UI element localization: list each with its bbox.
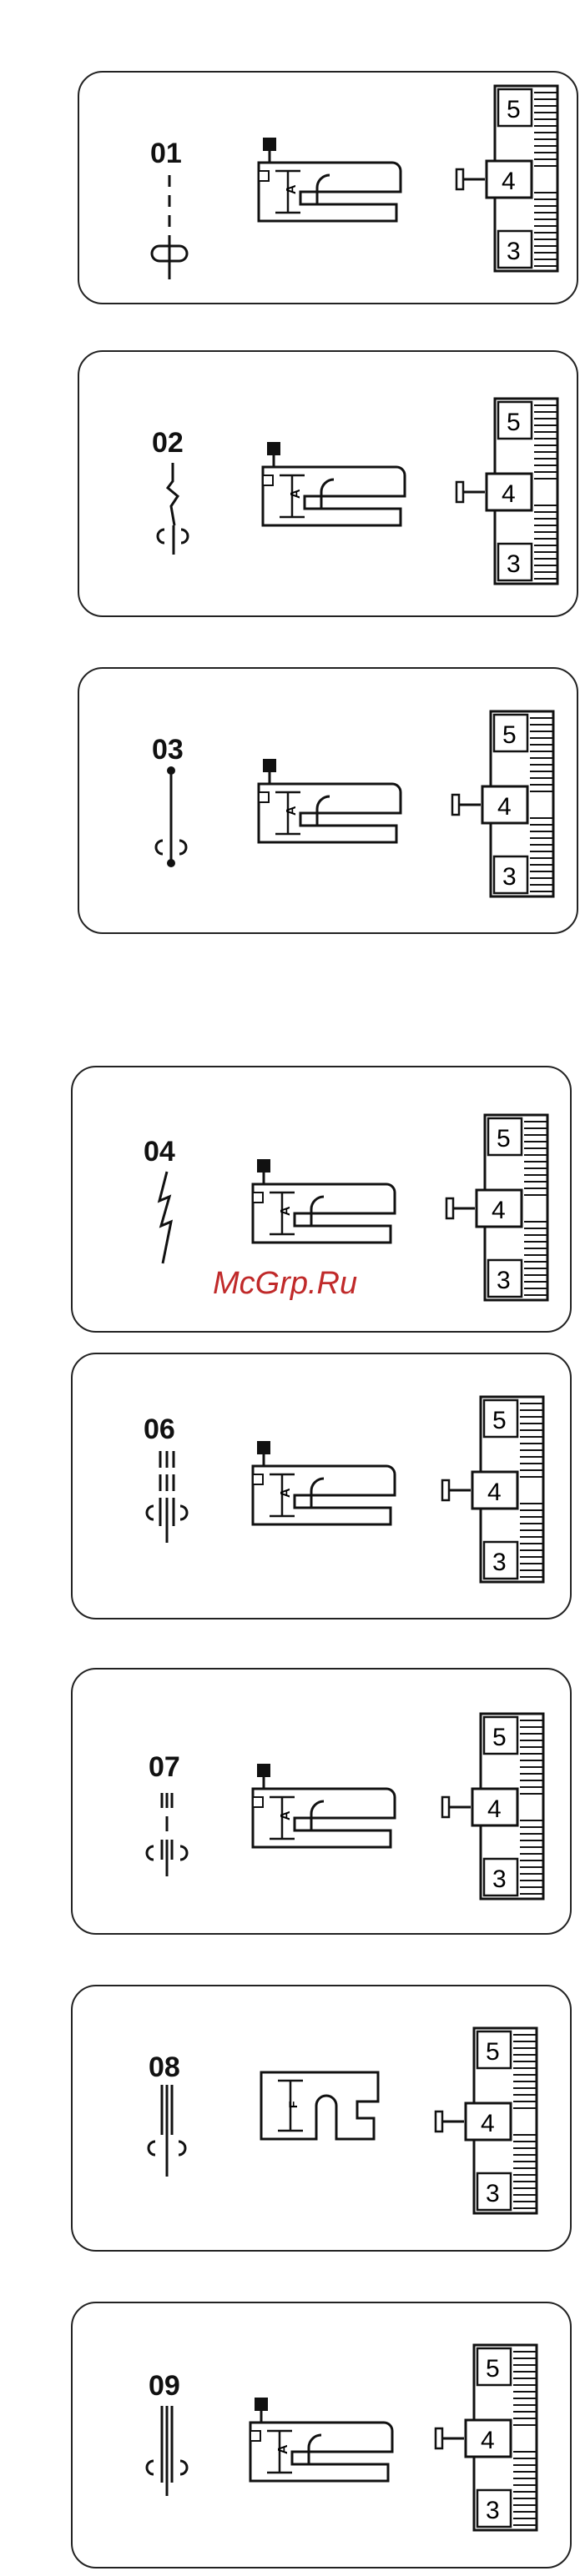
- svg-text:A: A: [289, 489, 303, 499]
- dial-label-top: 5: [507, 96, 521, 123]
- dial-label-bottom: 3: [497, 1267, 511, 1294]
- presser-foot-a-icon: A: [249, 1441, 399, 1533]
- straight-dashed-stitch-icon: [142, 175, 192, 284]
- svg-text:A: A: [285, 184, 299, 194]
- stitch-number: 08: [149, 2051, 180, 2084]
- dial-label-middle: 4: [497, 793, 512, 821]
- stitch-length-dial-icon: 5 4 3: [434, 2028, 542, 2216]
- presser-foot-a-icon: A: [249, 1159, 399, 1251]
- presser-foot-f-icon: F: [257, 2068, 391, 2143]
- presser-foot-a-icon: A: [255, 138, 405, 229]
- svg-text:A: A: [285, 806, 299, 816]
- presser-foot-a-icon: A: [255, 759, 405, 851]
- stretch-stitch-icon: [142, 1793, 192, 1889]
- dial-label-middle: 4: [492, 1197, 506, 1224]
- dial-label-top: 5: [486, 2038, 500, 2066]
- straight-stitch-icon: [146, 767, 196, 871]
- presser-foot-a-icon: A: [246, 2398, 396, 2489]
- stitch-number: 01: [150, 138, 182, 170]
- stitch-number: 09: [149, 2370, 180, 2403]
- stitch-length-dial-icon: 5 4 3: [441, 1714, 549, 1901]
- dial-label-bottom: 3: [486, 2180, 500, 2207]
- dial-label-middle: 4: [487, 1795, 502, 1823]
- svg-text:A: A: [279, 1488, 293, 1498]
- triple-straight-stitch-icon: [142, 2085, 192, 2181]
- stitch-number: 03: [152, 734, 184, 766]
- stitch-length-dial-icon: 5 4 3: [455, 399, 563, 586]
- presser-foot-a-icon: A: [249, 1764, 399, 1855]
- dial-label-top: 5: [507, 409, 521, 436]
- dial-label-bottom: 3: [502, 863, 517, 891]
- svg-text:A: A: [276, 2444, 290, 2454]
- stitch-length-dial-icon: 5 4 3: [455, 86, 563, 274]
- dial-label-top: 5: [486, 2355, 500, 2383]
- svg-text:F: F: [286, 2101, 300, 2108]
- stitch-number: 02: [152, 427, 184, 459]
- stitch-number: 04: [144, 1136, 175, 1168]
- dial-label-bottom: 3: [507, 550, 521, 578]
- triple-stretch-stitch-icon: [142, 2406, 192, 2502]
- dial-label-top: 5: [497, 1125, 511, 1152]
- watermark: McGrp.Ru: [213, 1266, 357, 1302]
- lightning-stitch-icon: [146, 1172, 188, 1276]
- dial-label-middle: 4: [481, 2427, 495, 2454]
- dial-label-middle: 4: [502, 480, 516, 508]
- dial-label-bottom: 3: [492, 1549, 507, 1576]
- triple-stretch-stitch-icon: [142, 1451, 192, 1555]
- dial-label-bottom: 3: [486, 2497, 500, 2524]
- dial-label-middle: 4: [487, 1479, 502, 1506]
- svg-text:A: A: [279, 1810, 293, 1820]
- dial-label-top: 5: [492, 1407, 507, 1434]
- stitch-number: 06: [144, 1414, 175, 1446]
- dial-label-top: 5: [492, 1724, 507, 1751]
- stitch-length-dial-icon: 5 4 3: [445, 1115, 553, 1303]
- dial-label-middle: 4: [481, 2110, 495, 2137]
- dial-label-bottom: 3: [492, 1865, 507, 1893]
- stitch-length-dial-icon: 5 4 3: [434, 2345, 542, 2533]
- stitch-length-dial-icon: 5 4 3: [451, 711, 559, 899]
- dial-label-top: 5: [502, 721, 517, 749]
- dial-label-middle: 4: [502, 168, 516, 195]
- stitch-length-dial-icon: 5 4 3: [441, 1397, 549, 1584]
- zigzag-stitch-icon: [146, 463, 196, 567]
- presser-foot-a-icon: A: [259, 442, 409, 534]
- stitch-number: 07: [149, 1751, 180, 1784]
- dial-label-bottom: 3: [507, 238, 521, 265]
- svg-text:A: A: [279, 1206, 293, 1216]
